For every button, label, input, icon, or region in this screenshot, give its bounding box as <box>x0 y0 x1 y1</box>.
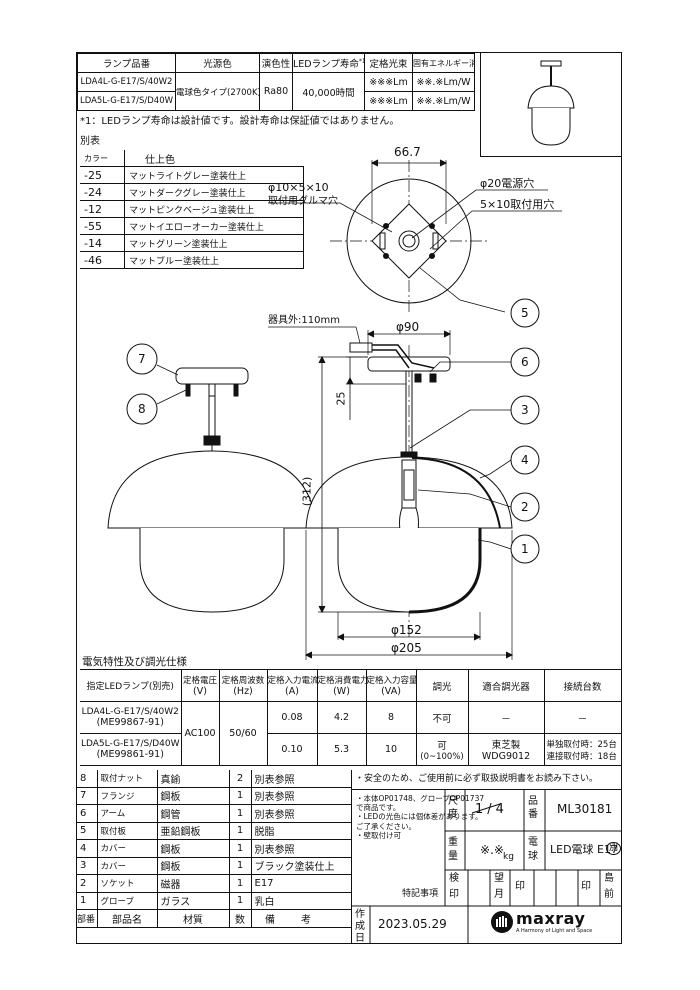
special-notes-label: 特記事項 <box>402 889 439 899</box>
check-label-3: 望 <box>494 873 504 884</box>
hole-label-mount: 5×10取付用穴 <box>480 198 555 211</box>
made-date: 2023.05.29 <box>378 917 447 931</box>
globe-left <box>139 528 285 613</box>
dim-152: φ152 <box>391 623 422 637</box>
sheet-frame <box>76 52 622 944</box>
color-table-title: 別表 <box>80 136 100 147</box>
part-no: ML30181 <box>557 802 613 816</box>
part-no-label: 品番 <box>528 796 538 820</box>
scale-value: 1/4 <box>475 802 508 817</box>
elec-table-title: 電気特性及び調光仕様 <box>82 656 187 668</box>
maxray-logo-icon <box>491 911 513 933</box>
product-thumbnail <box>527 60 575 146</box>
safety-note: ・安全のため、ご使用前に必ず取扱説明書をお読み下さい。 <box>355 774 599 784</box>
notes-block: ・本体OP01748、グローブOP01737 で商品です。 ・LEDの光色には個… <box>356 794 485 840</box>
check-label-5: 印 <box>515 881 525 892</box>
lamp-label: 電球 <box>528 837 538 862</box>
brand-name: maxray <box>516 909 586 928</box>
hole-label-power: φ20電源穴 <box>480 177 535 190</box>
check-label-8: 前 <box>604 889 614 900</box>
callout-7: 7 <box>138 352 146 366</box>
callout-5: 5 <box>521 306 529 320</box>
cable-length-label: 器具外:110mm <box>268 315 340 326</box>
check-label-6: 印 <box>581 881 591 892</box>
technical-drawing <box>107 159 562 660</box>
life-footnote: *1：LEDランプ寿命は設計値です。設計寿命は保証値ではありません。 <box>80 116 400 127</box>
weight-label: 重量 <box>448 837 458 862</box>
dome-cover-left <box>107 450 317 529</box>
table-row: LDA4L-G-E17/S/40W2 電球色タイプ(2700K) Ra80 40… <box>77 72 475 111</box>
table-row: LDA5L-G-E17/S/D40W(ME99861-91) 0.10 5.3 … <box>80 733 622 766</box>
weight-value: ※.※ <box>480 843 504 857</box>
weight-unit: kg <box>503 852 514 862</box>
callout-6: 6 <box>521 355 529 369</box>
callout-2: 2 <box>521 500 529 514</box>
lamp-mark: 別 <box>606 842 622 855</box>
mounting-plate-top <box>371 203 447 279</box>
table-row: LDA4L-G-E17/S/40W2(ME99867-91) AC100 50/… <box>80 701 622 766</box>
callout-3: 3 <box>521 403 529 417</box>
electrical-spec-table: 指定LEDランプ(別売) 定格電圧(V) 定格周波数(Hz) 定格入力電流(A)… <box>80 669 622 766</box>
lamp-value: LED電球 E17 <box>550 843 618 856</box>
check-label-1: 検 <box>449 873 459 884</box>
callout-8: 8 <box>138 402 146 416</box>
hole-label-left-sub: 取付用ダルマ穴 <box>268 196 338 207</box>
parts-header-row: 部番部品名材質数備考 <box>77 909 352 928</box>
check-label-4: 月 <box>494 889 504 900</box>
check-label-7: 島 <box>604 873 614 884</box>
table-row: LDA5L-G-E17/S/D40W ※※※Lm ※※.※Lm/W <box>77 91 475 111</box>
callout-1: 1 <box>521 542 529 556</box>
dim-205: φ205 <box>391 641 422 655</box>
dim-66-7: 66.7 <box>394 145 421 159</box>
callout-4: 4 <box>521 453 529 467</box>
check-label-2: 印 <box>449 889 459 900</box>
made-date-label: 作成日 <box>355 909 365 944</box>
info-block <box>351 770 622 944</box>
brand-tagline: A Harmony of Light and Space <box>516 928 593 934</box>
callout-5-circle <box>510 298 540 328</box>
thumbnail-box <box>480 53 622 157</box>
scale-label: 尺度 <box>448 796 458 820</box>
lamp-spec-table: ランプ品番 光源色 演色性 LEDランプ寿命*1 定格光束 固有エネルギー消費効… <box>77 53 475 111</box>
dim-90: φ90 <box>396 320 420 334</box>
header-life: LEDランプ寿命*1 <box>292 53 365 73</box>
hole-label-left: φ10×5×10 <box>268 181 329 194</box>
